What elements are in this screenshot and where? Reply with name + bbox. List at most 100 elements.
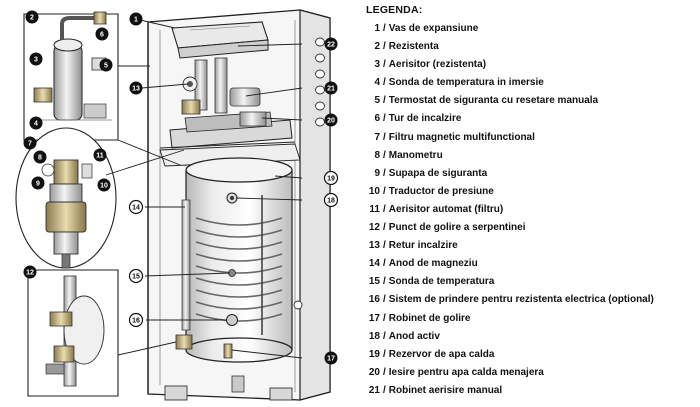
legend-item-2: 2/Rezistenta <box>366 38 696 56</box>
callout-10: 10 <box>97 178 111 192</box>
legend-separator: / <box>383 330 386 342</box>
legend-item-number: 17 <box>368 312 380 324</box>
legend-item-label: Iesire pentru apa calda menajera <box>388 366 544 378</box>
legend-item-number: 14 <box>368 258 380 270</box>
legend-item-label: Robinet de golire <box>388 312 471 324</box>
legend-item-number: 20 <box>368 366 380 378</box>
svg-text:13: 13 <box>132 86 140 93</box>
legend-separator: / <box>383 312 386 324</box>
legend-separator: / <box>383 23 386 34</box>
callout-13: 13 <box>129 81 143 95</box>
callout-16: 16 <box>128 312 144 328</box>
legend-item-number: 9 <box>374 167 380 179</box>
callout-3: 3 <box>29 52 43 66</box>
callout-7: 7 <box>23 136 37 150</box>
svg-text:9: 9 <box>36 181 40 188</box>
legend-item-20: 20/Iesire pentru apa calda menajera <box>366 364 696 382</box>
legend-item-4: 4/Sonda de temperatura in imersie <box>366 74 696 92</box>
callout-21: 21 <box>324 81 338 95</box>
legend-separator: / <box>383 95 386 107</box>
svg-text:5: 5 <box>104 63 108 70</box>
detail-drain <box>27 269 119 397</box>
svg-text:2: 2 <box>30 15 34 22</box>
svg-text:1: 1 <box>134 17 138 24</box>
legend-item-label: Retur incalzire <box>388 240 458 252</box>
legend-item-19: 19/Rezervor de apa calda <box>366 346 696 364</box>
callout-18: 18 <box>323 192 339 208</box>
legend-item-18: 18/Anod activ <box>366 328 696 346</box>
legend-separator: / <box>383 276 386 288</box>
svg-text:8: 8 <box>38 155 42 162</box>
legend-item-number: 7 <box>374 131 380 143</box>
legend-item-label: Supapa de siguranta <box>388 167 488 179</box>
legend-separator: / <box>383 240 386 252</box>
legend-item-label: Sistem de prindere pentru rezistenta ele… <box>388 294 654 306</box>
legend-separator: / <box>383 294 386 306</box>
legend-item-label: Rezistenta <box>388 41 439 53</box>
legend-item-17: 17/Robinet de golire <box>366 310 696 328</box>
legend-item-label: Filtru magnetic multifunctional <box>388 131 535 143</box>
svg-text:21: 21 <box>327 86 335 93</box>
legend-item-number: 19 <box>368 348 380 360</box>
callout-5: 5 <box>99 58 113 72</box>
legend-item-number: 13 <box>368 240 380 252</box>
legend-separator: / <box>383 366 386 378</box>
svg-text:12: 12 <box>26 270 34 277</box>
hot-water-tank <box>175 157 303 363</box>
callout-22: 22 <box>324 37 338 51</box>
svg-text:7: 7 <box>28 141 32 148</box>
legend-separator: / <box>383 131 386 143</box>
legend-separator: / <box>383 113 386 125</box>
legend-item-label: Tur de incalzire <box>388 113 462 125</box>
legend-item-14: 14/Anod de magneziu <box>366 255 696 273</box>
legend-item-number: 15 <box>368 276 380 288</box>
boiler-diagram: 1 2 6 3 5 4 7 8 11 9 10 12 13 22 21 20 1… <box>15 9 339 401</box>
svg-text:10: 10 <box>100 183 108 190</box>
callout-19: 19 <box>323 170 339 186</box>
legend-item-number: 2 <box>374 41 380 53</box>
legend-item-number: 11 <box>369 203 380 215</box>
svg-text:20: 20 <box>327 118 335 125</box>
legend-item-label: Manometru <box>388 149 443 161</box>
legend-item-label: Anod de magneziu <box>388 258 478 270</box>
expansion-vessel <box>171 21 269 59</box>
legend-separator: / <box>383 167 386 179</box>
legend-item-9: 9/Supapa de siguranta <box>366 165 696 183</box>
svg-text:17: 17 <box>327 356 335 363</box>
legend-separator: / <box>383 185 386 197</box>
legend-item-6: 6/Tur de incalzire <box>366 110 696 128</box>
legend-item-13: 13/Retur incalzire <box>366 237 696 255</box>
legend-item-number: 21 <box>368 384 380 396</box>
legend-item-3: 3/Aerisitor (rezistenta) <box>366 56 696 74</box>
legend-item-number: 8 <box>374 149 380 161</box>
legend-item-1: 1/Vas de expansiune <box>366 20 696 38</box>
legend-separator: / <box>383 348 386 360</box>
legend-separator: / <box>383 41 386 53</box>
legend-item-number: 12 <box>368 222 380 234</box>
callout-17: 17 <box>324 351 338 365</box>
legend-separator: / <box>383 258 386 270</box>
svg-text:11: 11 <box>96 153 104 160</box>
callout-12: 12 <box>23 265 37 279</box>
svg-text:3: 3 <box>34 57 38 64</box>
legend-item-5: 5/Termostat de siguranta cu resetare man… <box>366 92 696 110</box>
legend-item-8: 8/Manometru <box>366 147 696 165</box>
svg-text:6: 6 <box>100 32 104 39</box>
legend-title: LEGENDA: <box>366 4 423 16</box>
legend-item-label: Robinet aerisire manual <box>388 384 503 396</box>
legend-item-15: 15/Sonda de temperatura <box>366 273 696 291</box>
svg-text:22: 22 <box>327 42 335 49</box>
callout-15: 15 <box>128 268 144 284</box>
legend-item-number: 1 <box>374 23 380 34</box>
callout-1: 1 <box>129 12 143 26</box>
callout-14: 14 <box>128 199 144 215</box>
svg-text:14: 14 <box>132 205 140 212</box>
svg-text:18: 18 <box>327 198 335 205</box>
legend-item-10: 10/Traductor de presiune <box>366 183 696 201</box>
legend-separator: / <box>383 77 386 89</box>
legend-separator: / <box>383 222 386 234</box>
legend-separator: / <box>383 203 386 215</box>
legend-item-number: 10 <box>368 185 380 197</box>
legend-item-number: 5 <box>374 95 380 107</box>
